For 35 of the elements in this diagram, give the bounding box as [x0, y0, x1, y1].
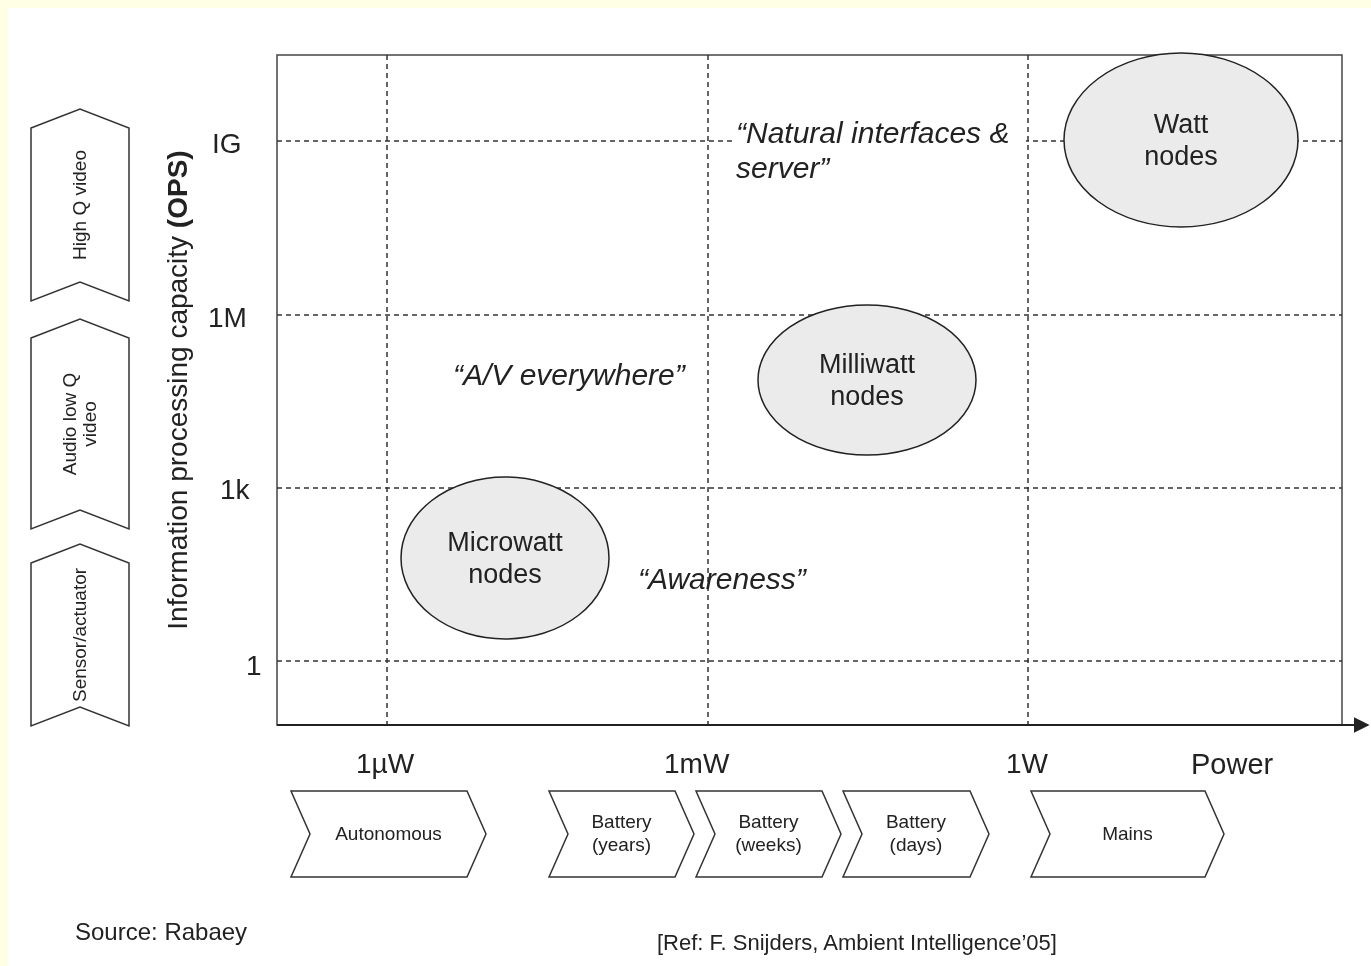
chevron-band	[842, 790, 990, 878]
node-label: Autonomous	[335, 822, 442, 846]
x-tick-label: 1mW	[664, 748, 730, 781]
node-label: Audio low Q video	[60, 371, 100, 478]
chevron-band	[695, 790, 842, 878]
chevron-band	[1030, 790, 1225, 878]
node-label: Battery (weeks)	[734, 811, 803, 857]
chevron-band	[548, 790, 695, 878]
y-tick-label: 1k	[220, 474, 250, 507]
node-label: Battery (years)	[590, 811, 653, 857]
quote-annotation: “A/V everywhere”	[453, 358, 685, 393]
chevron-band	[290, 790, 487, 878]
chevron-band	[30, 318, 130, 530]
node-ellipse	[1063, 52, 1299, 228]
axis-title: Power	[1191, 748, 1274, 782]
x-tick-label: 1W	[1006, 748, 1048, 781]
x-tick-label: 1µW	[356, 748, 415, 781]
node-ellipse	[400, 476, 610, 640]
node-label: Sensor/actuator	[70, 566, 90, 705]
y-tick-label: 1	[246, 650, 262, 683]
node-label: Microwatt nodes	[446, 525, 564, 591]
y-tick-label: 1M	[208, 302, 247, 335]
node-label: Battery (days)	[884, 811, 948, 857]
axis-title: Information processing capacity (OPS)	[161, 150, 194, 630]
source-note: Source: Rabaey	[75, 918, 248, 946]
node-ellipse	[757, 304, 977, 456]
chevron-band	[30, 543, 130, 727]
node-label: Mains	[1102, 822, 1153, 846]
quote-annotation: “Awareness”	[638, 562, 806, 597]
node-label: Watt nodes	[1143, 107, 1219, 173]
node-label: Milliwatt nodes	[818, 347, 916, 413]
reference-note: [Ref: F. Snijders, Ambient Intelligence’05]	[657, 930, 1057, 956]
node-label: High Q video	[70, 149, 90, 262]
y-tick-label: IG	[212, 128, 242, 161]
chevron-band	[30, 108, 130, 302]
